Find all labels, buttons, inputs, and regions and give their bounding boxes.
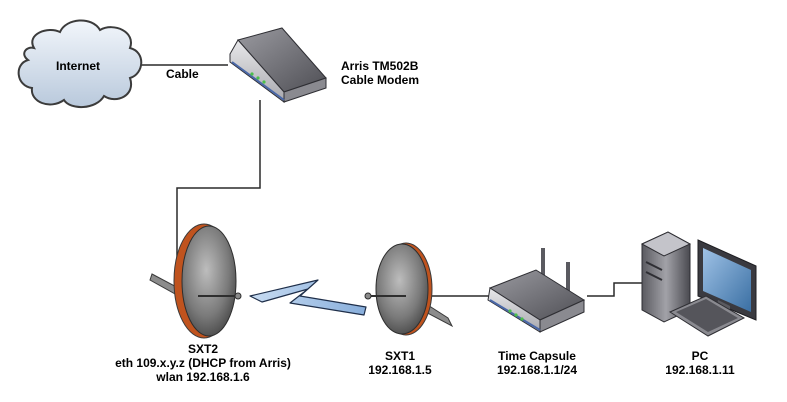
pc-name-label: PC xyxy=(691,349,709,363)
cloud-icon xyxy=(17,19,143,108)
sxt1-name-label: SXT1 xyxy=(384,349,415,363)
modem-name-label: Arris TM502B xyxy=(341,59,419,73)
dish-antenna-icon xyxy=(149,223,242,339)
cable-modem-icon xyxy=(229,27,327,103)
internet-label: Internet xyxy=(56,59,101,73)
pc-ip-label: 192.168.1.11 xyxy=(665,363,735,377)
sxt2-name-label: SXT2 xyxy=(187,342,218,356)
time-capsule-name-label: Time Capsule xyxy=(498,349,576,363)
link-modem-sxt2 xyxy=(176,100,261,262)
sxt2-eth-label: eth 109.x.y.z (DHCP from Arris) xyxy=(115,356,291,370)
sxt1-ip-label: 192.168.1.5 xyxy=(368,363,432,377)
dish-antenna-icon xyxy=(364,242,454,336)
time-capsule-ip-label: 192.168.1.1/24 xyxy=(496,363,578,377)
desktop-computer-icon xyxy=(640,231,757,337)
wireless-router-icon xyxy=(487,248,586,333)
modem-subtitle-label: Cable Modem xyxy=(341,73,420,87)
sxt2-wlan-label: wlan 192.168.1.6 xyxy=(156,370,250,384)
lightning-bolt-icon xyxy=(249,279,367,316)
cable-link-label: Cable xyxy=(166,67,199,81)
link-time-capsule-pc xyxy=(587,282,642,297)
